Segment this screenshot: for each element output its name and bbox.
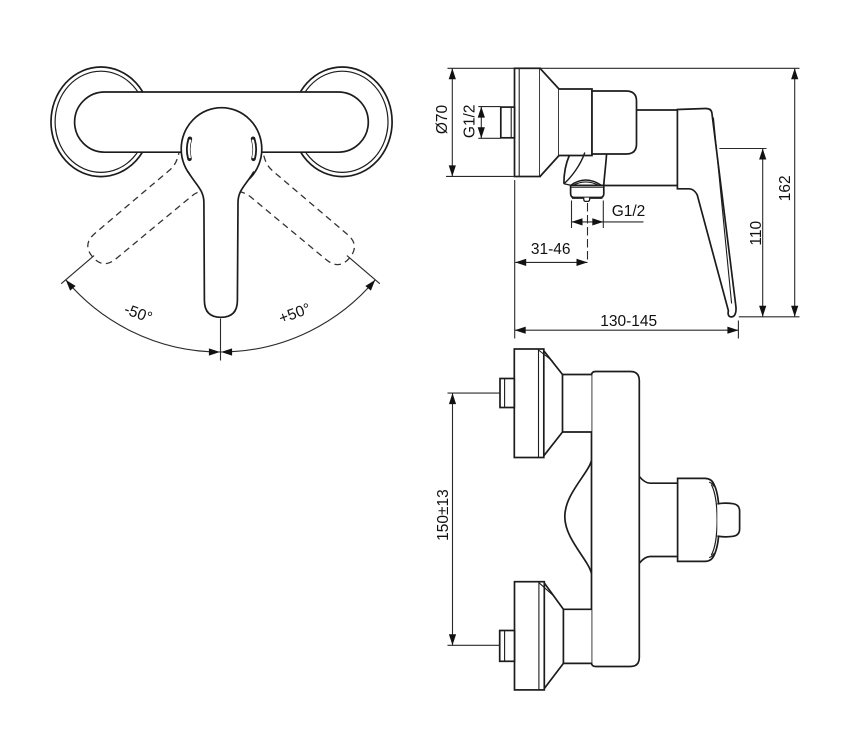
svg-text:110: 110	[748, 220, 765, 245]
svg-text:Ø70: Ø70	[434, 104, 451, 134]
svg-text:150±13: 150±13	[435, 489, 452, 541]
svg-text:31-46: 31-46	[531, 241, 571, 258]
svg-text:162: 162	[777, 175, 794, 201]
svg-text:G1/2: G1/2	[612, 203, 646, 220]
svg-text:130-145: 130-145	[600, 313, 657, 330]
svg-text:G1/2: G1/2	[461, 104, 478, 138]
